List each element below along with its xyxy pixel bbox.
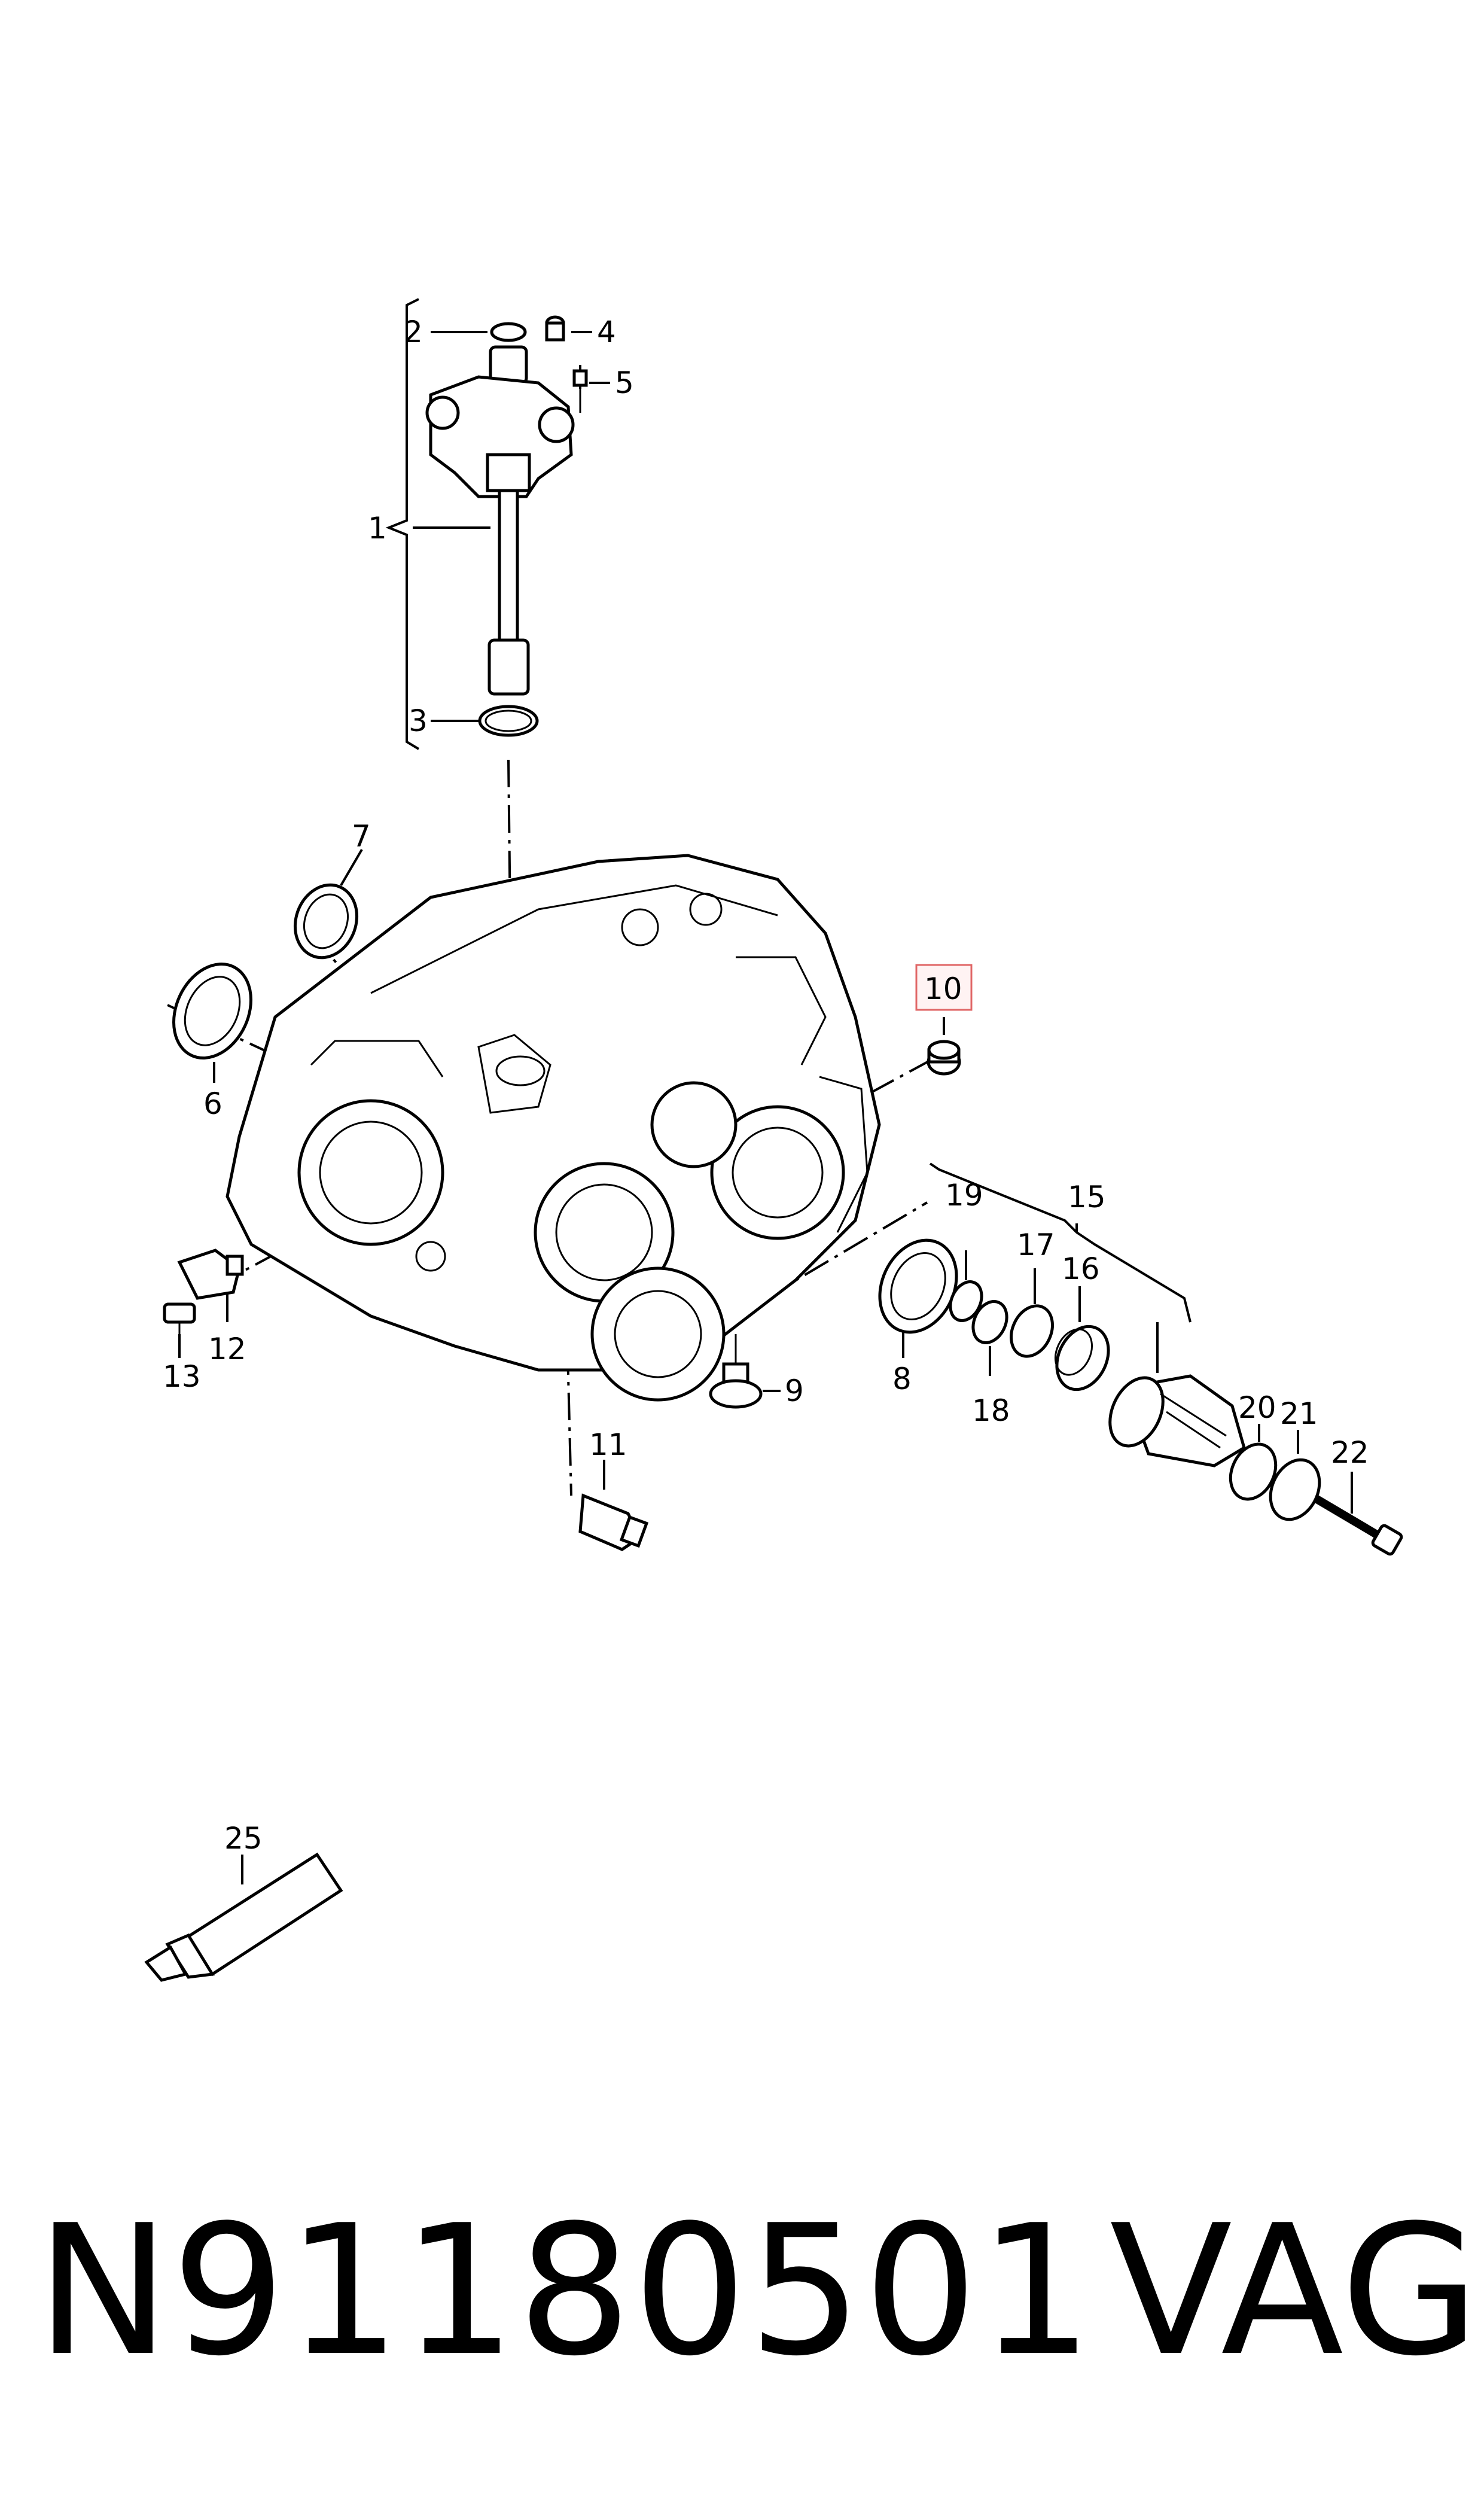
gearbox-housing bbox=[226, 854, 881, 1402]
callout-18: 18 bbox=[972, 1393, 1010, 1428]
bearing-16 bbox=[1055, 1286, 1110, 1392]
callout-8: 8 bbox=[892, 1362, 912, 1396]
seal-7 bbox=[293, 848, 363, 960]
plug-9 bbox=[709, 1334, 781, 1409]
callout-17: 17 bbox=[1017, 1228, 1055, 1262]
callout-3: 3 bbox=[409, 704, 428, 738]
callout-6: 6 bbox=[203, 1086, 223, 1121]
callout-10: 10 bbox=[924, 972, 962, 1006]
ring-20 bbox=[1229, 1424, 1278, 1501]
callout-13: 13 bbox=[163, 1359, 201, 1394]
seal-6 bbox=[172, 962, 252, 1083]
callout-20: 20 bbox=[1238, 1390, 1276, 1425]
callout-9: 9 bbox=[785, 1374, 804, 1408]
group-bracket-15 bbox=[929, 1162, 1192, 1323]
callout-25: 25 bbox=[224, 1821, 263, 1856]
bolt-13 bbox=[163, 1302, 196, 1358]
shaft-15 bbox=[1108, 1322, 1246, 1467]
plug-10 bbox=[927, 1017, 961, 1076]
ring-18 bbox=[971, 1300, 1008, 1376]
callout-10-highlight bbox=[915, 964, 973, 1011]
callout-5: 5 bbox=[615, 366, 634, 400]
sealant-tube-25 bbox=[144, 1852, 343, 1982]
sender-12 bbox=[177, 1249, 244, 1322]
exploded-parts-diagram: 1 2 3 4 5 6 7 8 9 10 11 12 13 15 16 17 1… bbox=[144, 298, 1403, 1982]
bolt-22 bbox=[1314, 1472, 1403, 1556]
callout-11: 11 bbox=[589, 1427, 627, 1462]
callout-19: 19 bbox=[945, 1178, 983, 1213]
circlip-19 bbox=[949, 1250, 983, 1322]
callout-1: 1 bbox=[368, 511, 387, 546]
group-bracket-1 bbox=[385, 298, 490, 750]
callout-15: 15 bbox=[1068, 1180, 1106, 1214]
sensor-11 bbox=[578, 1460, 649, 1551]
callout-16: 16 bbox=[1062, 1252, 1100, 1286]
brand-name: VAG bbox=[1110, 2187, 1480, 2395]
callout-4: 4 bbox=[597, 315, 616, 349]
callout-22: 22 bbox=[1331, 1435, 1369, 1470]
callout-21: 21 bbox=[1280, 1396, 1318, 1431]
shift-mechanism-assembly bbox=[425, 315, 588, 737]
ring-17 bbox=[1010, 1268, 1054, 1358]
callout-2: 2 bbox=[404, 315, 423, 349]
callout-12: 12 bbox=[208, 1332, 246, 1366]
seal-8 bbox=[878, 1238, 958, 1358]
part-number: N91180501 bbox=[36, 2187, 1095, 2395]
callout-7: 7 bbox=[352, 819, 371, 854]
